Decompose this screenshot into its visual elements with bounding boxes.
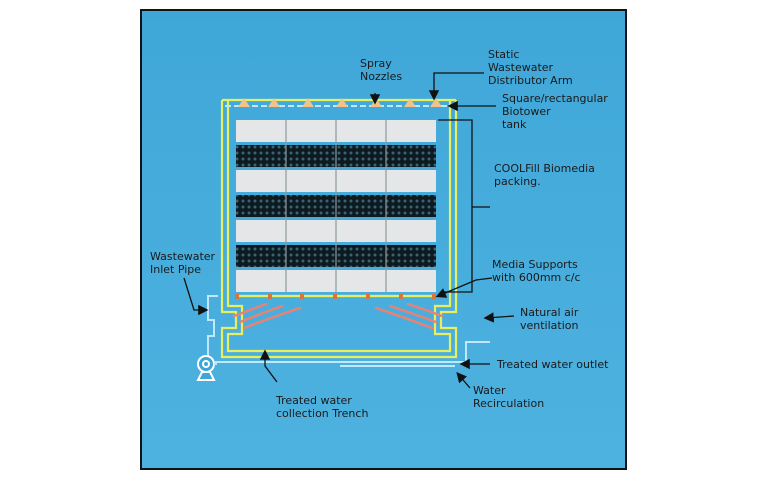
label-collection-trench: Treated water collection Trench <box>276 394 369 420</box>
coolfill-packing <box>236 120 436 292</box>
label-biotower-tank: Square/rectangular Biotower tank <box>502 92 608 131</box>
callout-lines <box>183 72 515 389</box>
return-pipe <box>214 341 490 365</box>
pump-icon <box>196 355 216 381</box>
label-coolfill-packing: COOLFill Biomedia packing. <box>494 162 595 188</box>
label-spray-nozzles: Spray Nozzles <box>360 57 403 83</box>
label-treated-outlet: Treated water outlet <box>497 358 609 371</box>
inlet-pipe <box>207 295 218 358</box>
support-markers <box>235 294 436 299</box>
air-flow-arrows <box>232 302 444 330</box>
label-distributor-arm: Static Wastewater Distributor Arm <box>488 48 573 87</box>
label-media-supports: Media Supports with 600mm c/c <box>492 258 581 284</box>
biotower-tank <box>220 98 458 359</box>
label-recirculation: Water Recirculation <box>473 384 545 410</box>
label-inlet-pipe: Wastewater Inlet Pipe <box>150 250 216 276</box>
label-air-ventilation: Natural air ventilation <box>520 306 579 332</box>
